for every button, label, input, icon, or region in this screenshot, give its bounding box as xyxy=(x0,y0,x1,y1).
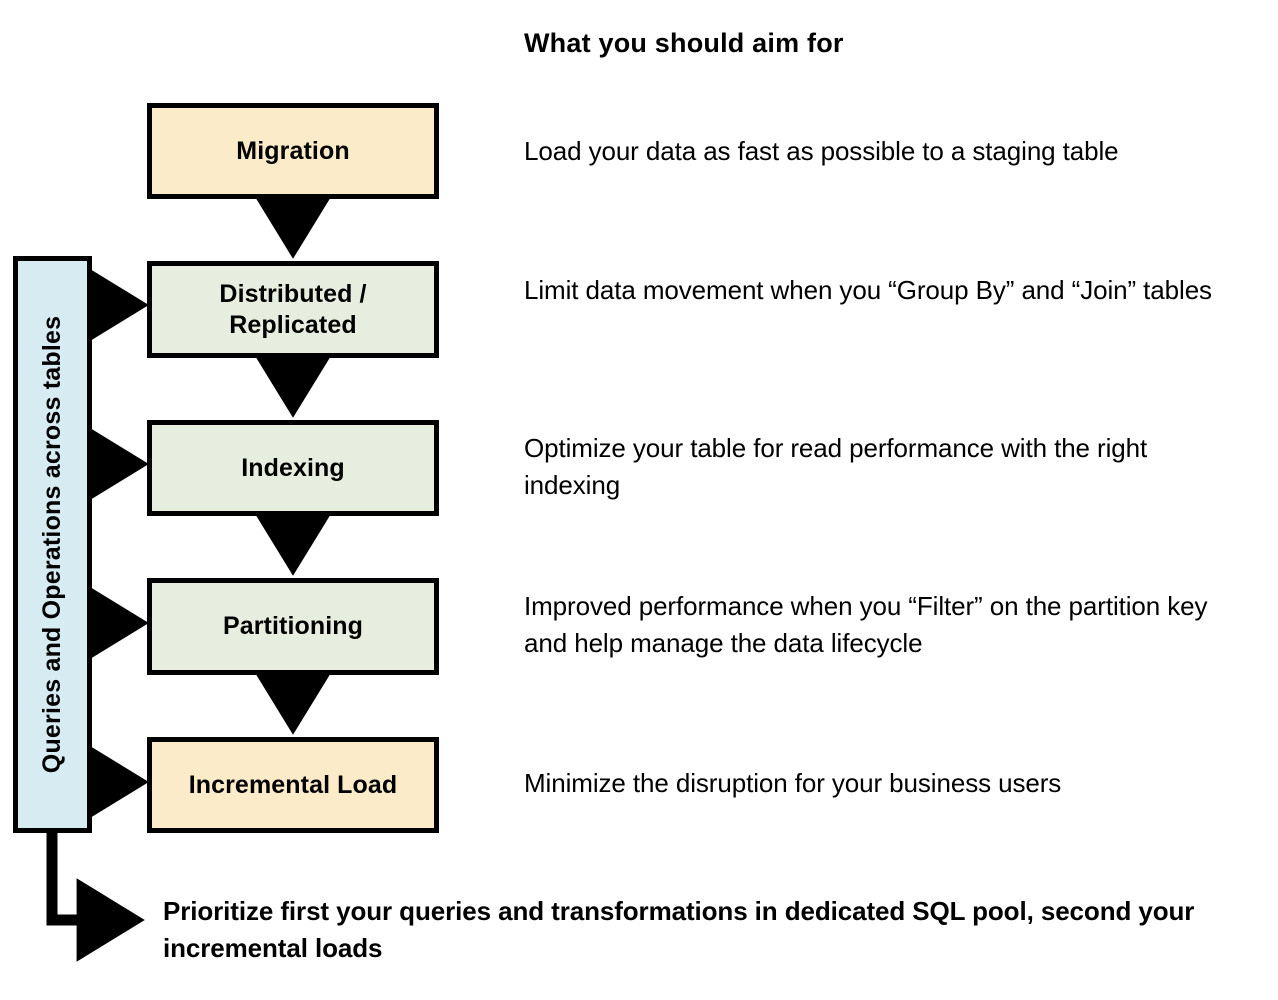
stage-box-indexing[interactable]: Indexing xyxy=(147,420,439,516)
stage-description-partitioning: Improved performance when you “Filter” o… xyxy=(524,591,1208,658)
stage-description-incremental-load: Minimize the disruption for your busines… xyxy=(524,768,1062,798)
bottom-callout: Prioritize first your queries and transf… xyxy=(163,893,1203,967)
stage-box-incremental-load[interactable]: Incremental Load xyxy=(147,737,439,833)
stage-label-line2: Replicated xyxy=(229,310,357,339)
stage-description-indexing: Optimize your table for read performance… xyxy=(524,433,1148,500)
stage-description-migration: Load your data as fast as possible to a … xyxy=(524,136,1119,166)
stage-label: Incremental Load xyxy=(188,770,398,799)
bottom-callout-line2: second your incremental loads xyxy=(163,896,1195,963)
bottom-callout-line1: Prioritize first your queries and transf… xyxy=(163,896,1034,926)
page-title: What you should aim for xyxy=(524,28,844,58)
stage-box-partitioning[interactable]: Partitioning xyxy=(147,578,439,675)
stage-label-line1: Distributed / xyxy=(219,280,367,308)
stage-label: Migration xyxy=(236,136,350,165)
stage-label: Indexing xyxy=(241,453,345,482)
stage-box-migration[interactable]: Migration xyxy=(147,103,439,199)
sidebar-queries-operations: Queries and Operations across tables xyxy=(13,256,92,833)
sidebar-label: Queries and Operations across tables xyxy=(38,315,66,774)
stage-label: Distributed / Replicated xyxy=(219,279,366,340)
stage-label: Partitioning xyxy=(222,612,364,641)
arrow-sidebar-to-bottom-note xyxy=(46,833,145,962)
stage-box-distributed-replicated[interactable]: Distributed / Replicated xyxy=(147,261,439,358)
stage-description-distributed-replicated: Limit data movement when you “Group By” … xyxy=(524,275,1212,305)
